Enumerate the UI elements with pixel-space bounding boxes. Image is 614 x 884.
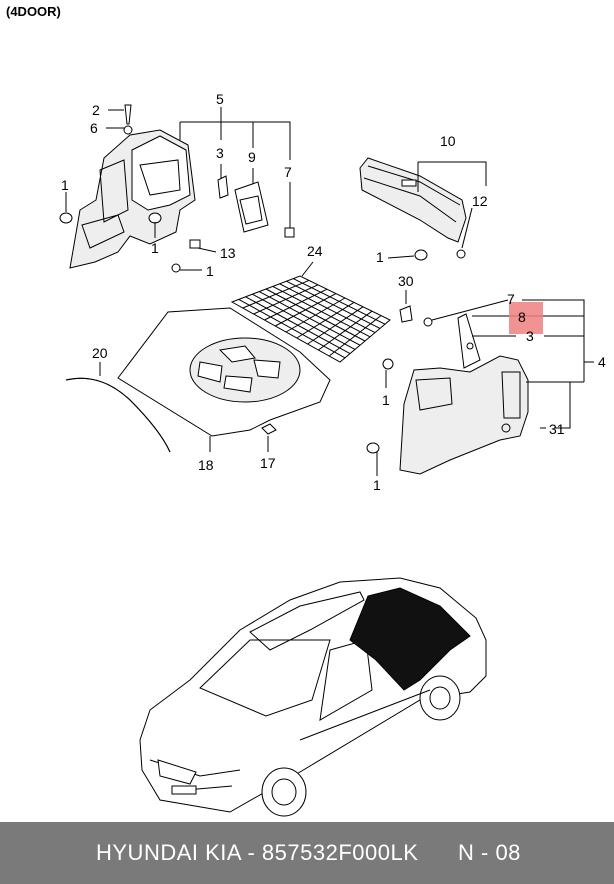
callout: 5 xyxy=(216,91,224,107)
callout: 7 xyxy=(507,291,515,307)
callout: 6 xyxy=(90,120,98,136)
callout: 12 xyxy=(472,193,488,209)
callout: 3 xyxy=(216,145,224,161)
callout: 9 xyxy=(248,149,256,165)
spacer-part xyxy=(261,423,277,435)
luggage-floor-covering xyxy=(117,307,331,452)
callout: 8 xyxy=(518,309,526,325)
callout: 24 xyxy=(307,243,323,259)
callout: 1 xyxy=(376,249,384,265)
clip-30 xyxy=(399,305,413,323)
callout: 1 xyxy=(382,392,390,408)
parts-diagram: 5 2 6 3 9 7 1 1 13 1 10 12 1 24 30 7 8 3… xyxy=(59,91,606,817)
car-illustration xyxy=(139,577,487,817)
callout: 1 xyxy=(151,240,159,256)
left-rear-trim-panel xyxy=(69,129,196,269)
part-number-label: HYUNDAI KIA - 857532F000LK xyxy=(96,840,419,865)
rear-panel-trim xyxy=(359,157,487,261)
footer-bar: HYUNDAI KIA - 857532F000LK N - 08 xyxy=(0,822,614,884)
page-number: N - 08 xyxy=(458,840,521,865)
callout: 7 xyxy=(284,164,292,180)
callout: 13 xyxy=(220,245,236,261)
callout: 1 xyxy=(61,177,69,193)
left-leaders xyxy=(65,107,291,271)
highlight-box xyxy=(509,302,543,334)
right-rear-trim-panel xyxy=(366,313,546,475)
callout: 30 xyxy=(398,273,414,289)
variant-label: (4DOOR) xyxy=(6,4,61,19)
callout: 18 xyxy=(198,457,214,473)
callout: 31 xyxy=(549,421,565,437)
callout: 3 xyxy=(526,328,534,344)
left-fasteners xyxy=(59,104,295,273)
callout: 2 xyxy=(92,102,100,118)
cargo-net xyxy=(230,261,391,363)
callout: 20 xyxy=(92,345,108,361)
callout: 10 xyxy=(440,133,456,149)
callout: 1 xyxy=(373,477,381,493)
callout: 4 xyxy=(598,354,606,370)
callout: 1 xyxy=(206,263,214,279)
callout-labels: 5 2 6 3 9 7 1 1 13 1 10 12 1 24 30 7 8 3… xyxy=(61,91,606,493)
callout: 17 xyxy=(260,455,276,471)
